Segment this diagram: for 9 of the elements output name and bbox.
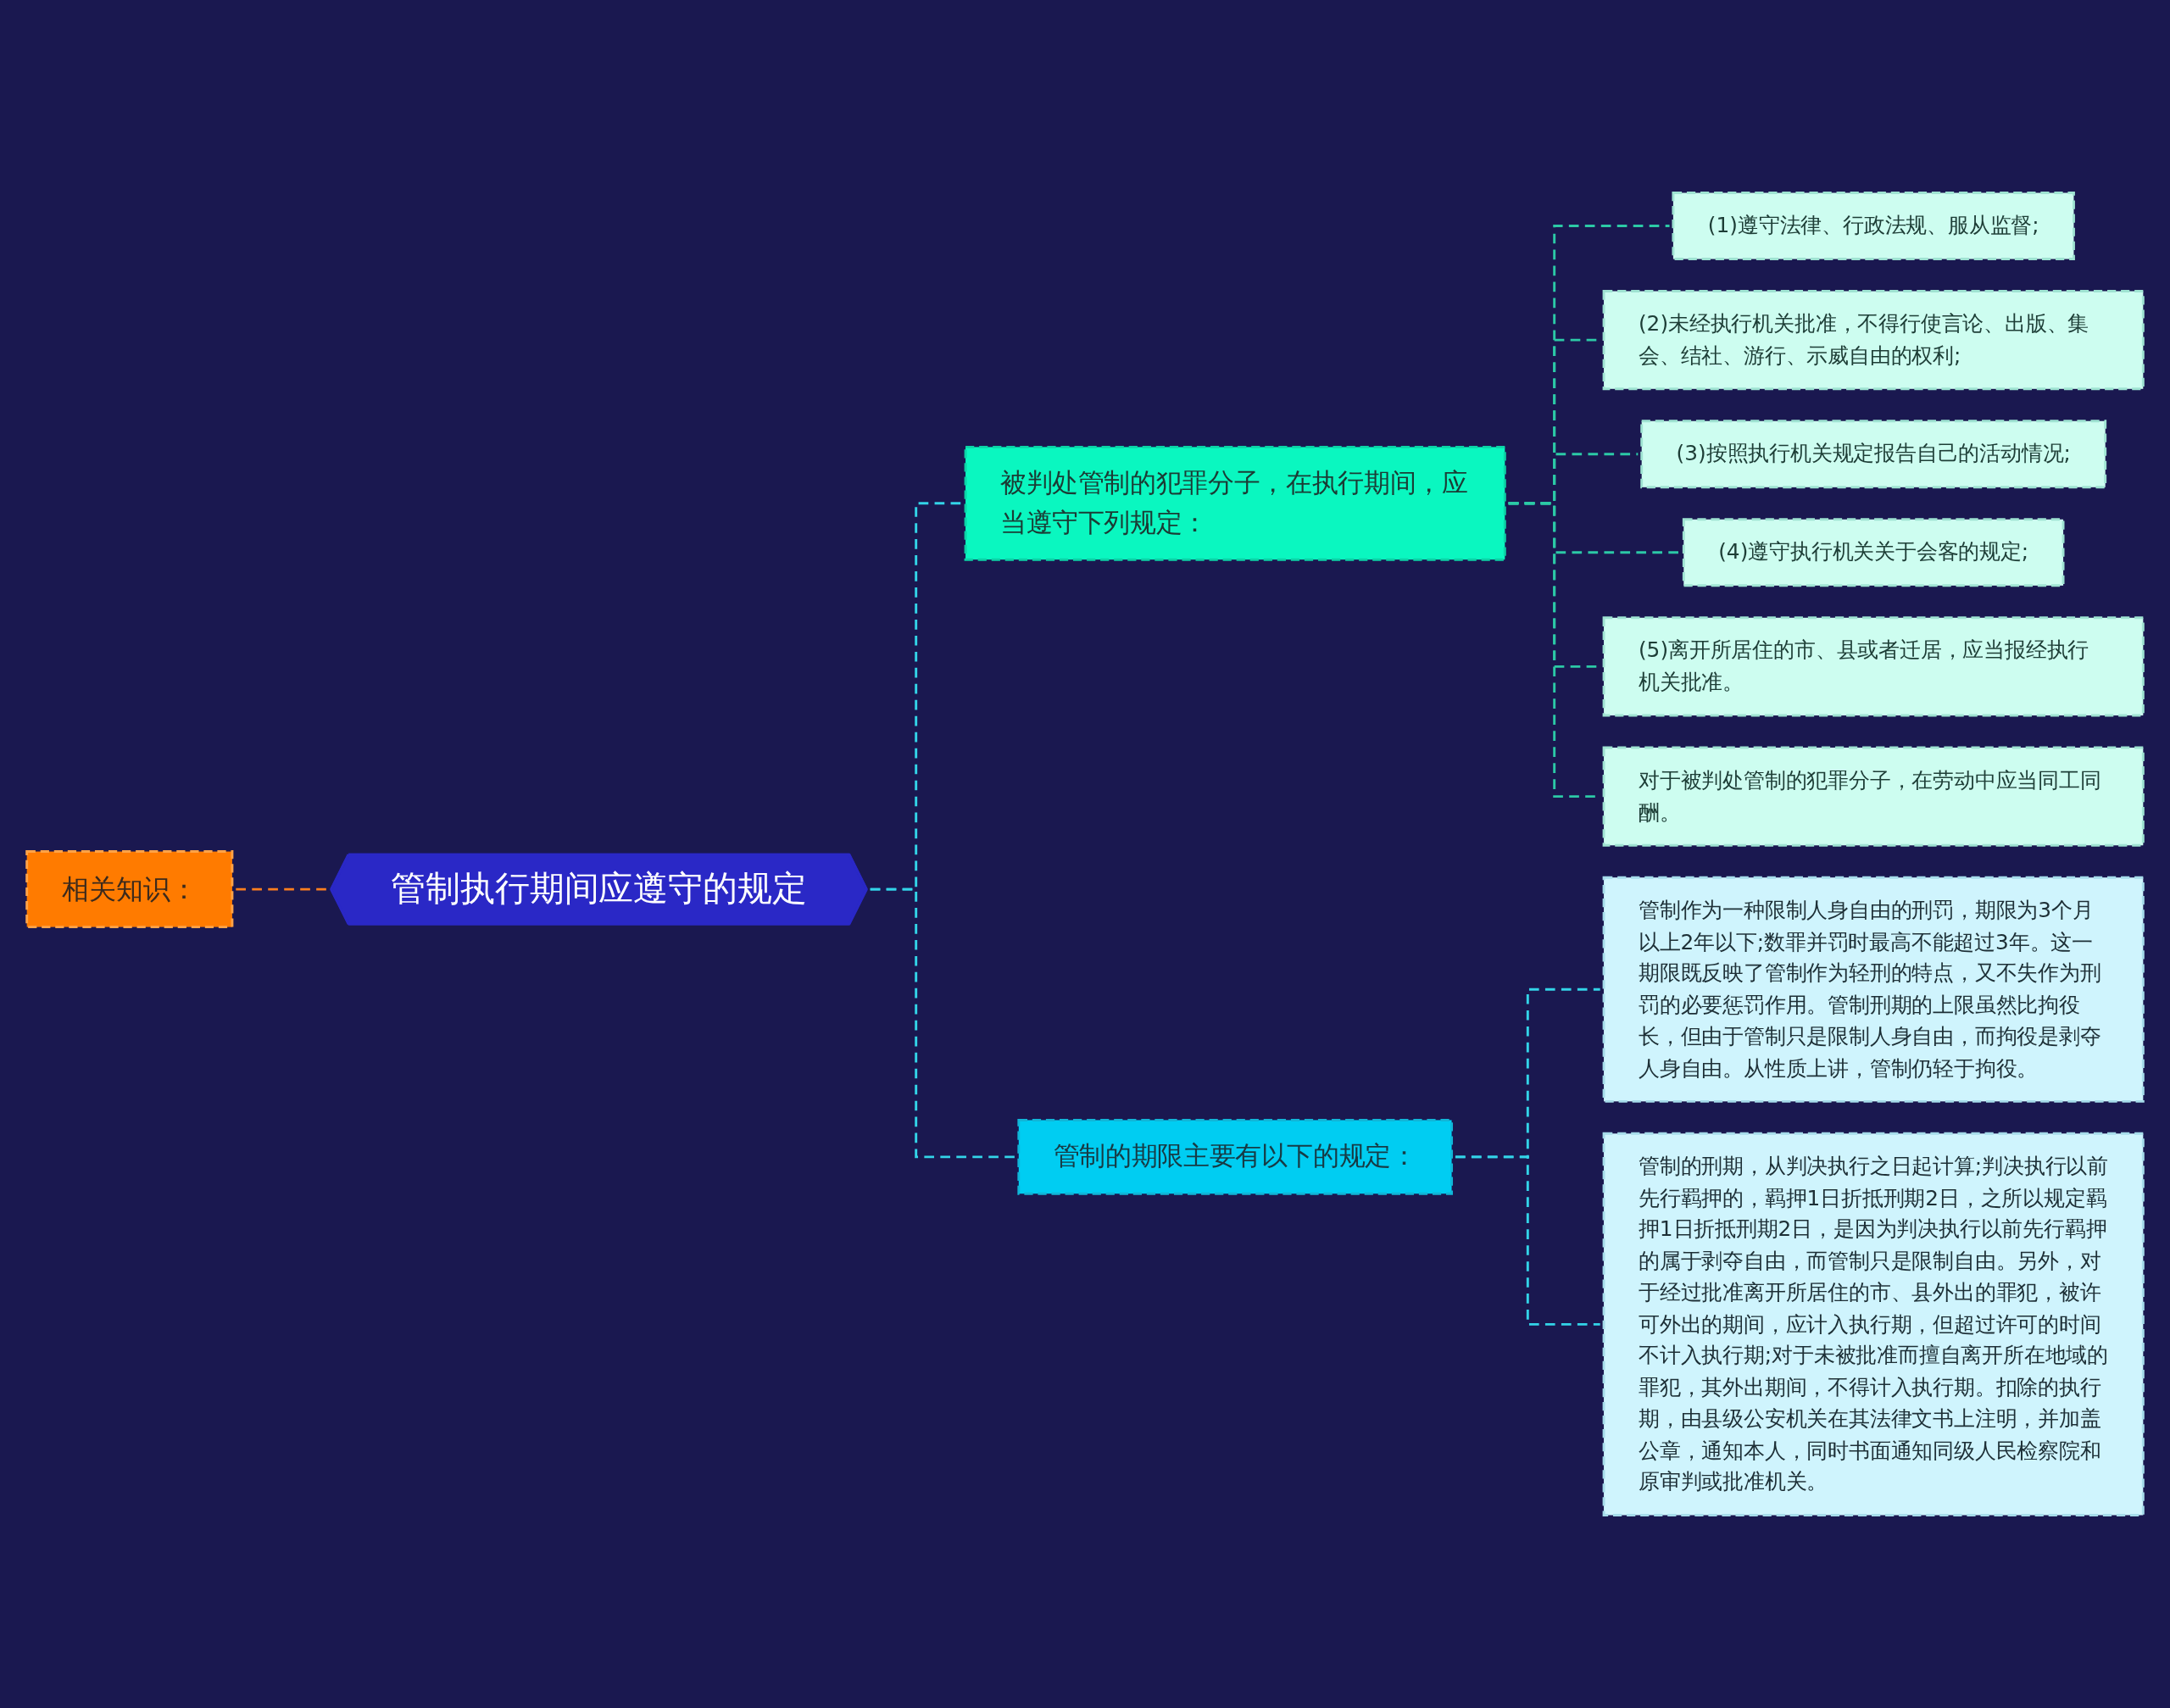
subtopic-box: 被判处管制的犯罪分子，在执行期间，应当遵守下列规定： [964, 445, 1506, 561]
subtopic-box: 管制的期限主要有以下的规定： [1017, 1119, 1454, 1195]
connector-line [1455, 1155, 1600, 1326]
note-box: 管制的刑期，从判决执行之日起计算;判决执行以前先行羁押的，羁押1日折抵刑期2日，之所以规定羁押1日折抵刑期2日，是因为判决执行以前先行羁押的属于剥夺自由，而管制只是限制自由。另外，对于经过批准离开所居住的市、县外出的罪犯，被许可外出的期间，应计入执行期，但超过许可的时间不计入执行期;对于未被批准而擅自离开所在地域的罪犯，其外出期间，不得计入执行期。扣除的执行期，由县级公安机关在其法律文书上注明，并加盖公章，通知本人，同时书面通知同级人民检察院和原审判或批准机关。 [1602, 1132, 2145, 1516]
note-box: 管制作为一种限制人身自由的刑罚，期限为3个月以上2年以下;数罪并罚时最高不能超过3年。这一期限既反映了管制作为轻刑的特点，又不失作为刑罚的必要惩罚作用。管制刑期的上限虽然比拘役长，但由于管制只是限制人身自由，而拘役是剥夺人身自由。从性质上讲，管制仍轻于拘役。 [1602, 876, 2145, 1103]
related-topic-box: 相关知识： [25, 850, 234, 929]
connector-line [236, 887, 328, 891]
central-topic-hexagon: 管制执行期间应遵守的规定 [330, 853, 868, 926]
connector-line [870, 887, 1015, 1159]
